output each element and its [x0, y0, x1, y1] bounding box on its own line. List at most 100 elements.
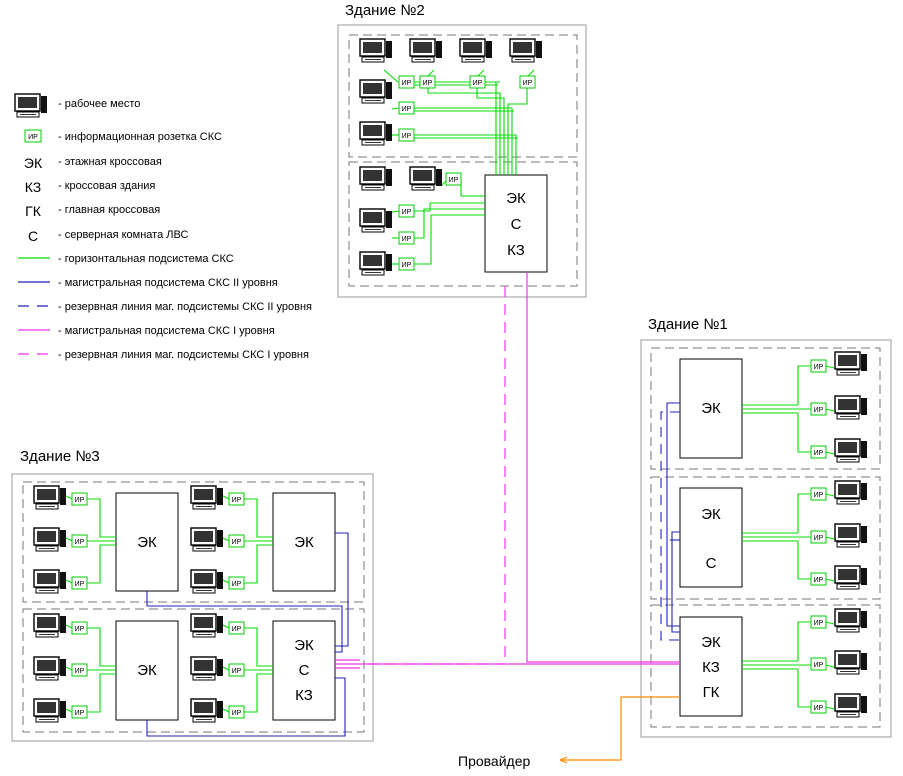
horizontal-cable [825, 408, 835, 412]
horizontal-cable [65, 708, 73, 713]
outlet-icon: ИР [71, 534, 88, 548]
workstation-icon [834, 523, 868, 548]
legend-ek-text: - этажная кроссовая [58, 156, 162, 168]
horizontal-cable [383, 69, 399, 83]
outlet-icon: ИР [810, 445, 827, 459]
workstation-icon [33, 527, 67, 552]
horizontal-cable [825, 536, 835, 540]
svg-text:ГК: ГК [703, 684, 720, 701]
b3-top-left-crossbox: ЭК [115, 492, 179, 592]
horizontal-cable [391, 107, 400, 110]
backbone1-cable [526, 272, 680, 663]
outlet-icon: ИР [71, 663, 88, 677]
building-3-title: Здание №3 [20, 448, 100, 465]
outlet-icon: ИР [228, 576, 245, 590]
b2-main-crossbox: ЭК С КЗ [484, 174, 548, 273]
legend-kz-text: - кроссовая здания [58, 180, 155, 192]
workstation-icon [190, 569, 224, 594]
outlet-label: ИР [814, 450, 824, 457]
cabling-links [65, 69, 835, 764]
building-1-title: Здание №1 [648, 316, 728, 333]
workstation-icon [834, 693, 868, 718]
horizontal-cable [825, 664, 835, 668]
outlet-label: ИР [402, 106, 412, 113]
svg-text:КЗ: КЗ [702, 659, 720, 676]
horizontal-cable [244, 544, 273, 584]
backup2-cable [660, 411, 680, 641]
outlet-icon: ИР [71, 621, 88, 635]
outlet-label: ИР [473, 80, 483, 87]
outlet-label: ИР [814, 535, 824, 542]
workstation-icon [33, 485, 67, 510]
legend: - рабочее место ИР - информационная розе… [14, 93, 312, 361]
horizontal-cable [222, 666, 230, 671]
svg-text:С: С [706, 555, 717, 572]
outlet-icon: ИР [398, 257, 415, 271]
outlet-label: ИР [75, 668, 85, 675]
horizontal-cable [65, 537, 73, 542]
horizontal-cable [87, 673, 116, 713]
horizontal-cable [222, 708, 230, 713]
workstation-icon [190, 698, 224, 723]
backbone2-cable [146, 677, 346, 737]
outlet-label: ИР [75, 581, 85, 588]
horizontal-cable [507, 88, 528, 175]
horizontal-cable [797, 365, 811, 405]
workstation-icon [359, 79, 393, 104]
building-2-title: Здание №2 [345, 2, 425, 19]
horizontal-cable [825, 578, 835, 582]
outlet-label: ИР [814, 620, 824, 627]
horizontal-cable [527, 69, 535, 77]
horizontal-cable [825, 451, 835, 455]
horizontal-cable [825, 365, 835, 369]
outlet-icon: ИР [810, 657, 827, 671]
workstation-icon [359, 166, 393, 191]
workstation-icon [834, 650, 868, 675]
legend-backup1-text: - резервная линия маг. подсистемы СКС I … [58, 349, 309, 361]
horizontal-cable [797, 541, 811, 580]
outlet-label: ИР [449, 177, 459, 184]
outlet-label: ИР [232, 581, 242, 588]
workstation-icon [834, 480, 868, 505]
workstation-icon [33, 698, 67, 723]
outlet-icon: ИР [228, 663, 245, 677]
b1-mid-crossbox: ЭК С [679, 487, 743, 588]
outlet-label: ИР [814, 705, 824, 712]
workstation-icon [33, 656, 67, 681]
horizontal-cable [460, 179, 485, 197]
outlet-label: ИР [814, 492, 824, 499]
legend-gk-symbol: ГК [25, 203, 42, 219]
building-1-frame [640, 339, 892, 738]
outlet-icon: ИР [71, 492, 88, 506]
outlet-label: ИР [814, 662, 824, 669]
horizontal-cable [65, 495, 73, 500]
outlet-label: ИР [232, 626, 242, 633]
outlet-icon: ИР [519, 75, 536, 89]
legend-outlet-text: - информационная розетка СКС [58, 131, 222, 143]
legend-workstation-icon [14, 93, 48, 118]
outlet-icon: ИР [398, 75, 415, 89]
horizontal-cable [244, 498, 273, 538]
outlet-label: ИР [402, 133, 412, 140]
workstation-icon [834, 351, 868, 376]
outlet-icon: ИР [810, 615, 827, 629]
svg-text:ЭК: ЭК [701, 400, 721, 417]
outlet-label: ИР [423, 80, 433, 87]
legend-c-text: - серверная комната ЛВС [58, 229, 188, 241]
outlet-label: ИР [402, 209, 412, 216]
legend-workstation-text: - рабочее место [58, 98, 140, 110]
backbone2-cable [671, 531, 680, 633]
b3-bottom-left-crossbox: ЭК [115, 620, 179, 721]
outlet-icon: ИР [398, 231, 415, 245]
horizontal-cable [414, 134, 517, 175]
legend-backup2-text: - резервная линия маг. подсистемы СКС II… [58, 301, 312, 313]
workstation-icon [409, 38, 443, 63]
building-2-frame [337, 24, 587, 298]
workstations: ИР ИР ИР ИР ИР ИР ИР ИР ИР ИР ИР ИР ИР ИР ИР ИР ИР ИР ИР ИР… [33, 38, 868, 723]
horizontal-cable [65, 579, 73, 584]
outlet-icon: ИР [71, 705, 88, 719]
outlet-icon: ИР [228, 621, 245, 635]
workstation-icon [33, 569, 67, 594]
provider-label: Провайдер [458, 753, 530, 769]
workstation-icon [359, 208, 393, 233]
